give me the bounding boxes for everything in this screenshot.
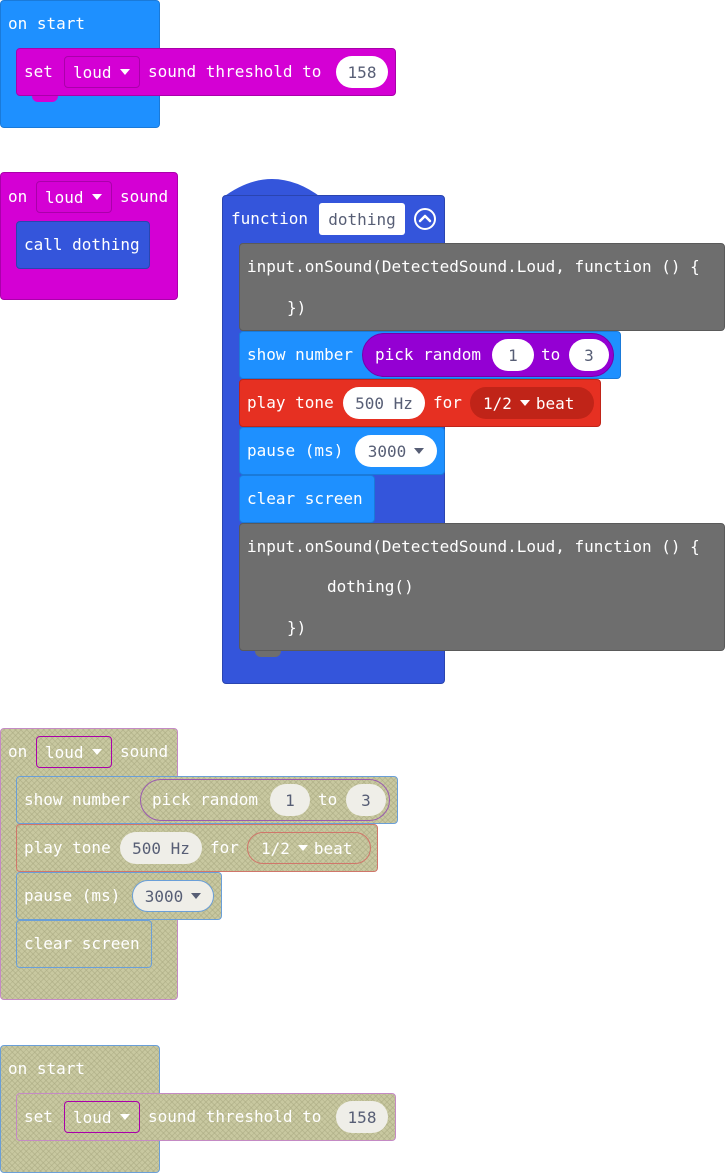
pause-label: pause (ms) — [247, 441, 344, 460]
function-hat-cap — [222, 179, 322, 198]
beat-value: 1/2 — [261, 838, 290, 858]
sound-dropdown[interactable]: loud — [64, 1101, 140, 1133]
chevron-down-icon — [414, 448, 425, 454]
sound-dropdown[interactable]: loud — [64, 56, 140, 88]
javascript-line: dothing() — [327, 577, 414, 596]
set-label: set — [24, 62, 53, 81]
for-label: for — [433, 393, 462, 412]
pause-value: 3000 — [144, 886, 184, 906]
to-label: to — [318, 790, 338, 809]
javascript-line: }) — [287, 618, 307, 637]
for-label: for — [210, 838, 239, 857]
on-label: on — [8, 742, 28, 761]
block-notch — [255, 651, 281, 657]
threshold-value-input[interactable]: 158 — [336, 1101, 388, 1133]
sound-dropdown-value: loud — [45, 742, 84, 762]
beat-label: beat — [313, 838, 353, 858]
random-min-input[interactable]: 1 — [492, 339, 534, 371]
threshold-value-input[interactable]: 158 — [336, 56, 388, 88]
javascript-line: }) — [287, 298, 307, 317]
chevron-down-icon — [191, 893, 202, 899]
pick-random-label: pick random — [375, 345, 481, 364]
chevron-down-icon — [297, 845, 308, 851]
chevron-down-icon — [519, 400, 530, 406]
chevron-down-icon — [119, 1114, 130, 1120]
chevron-down-icon — [91, 749, 102, 755]
javascript-line: input.onSound(DetectedSound.Loud, functi… — [247, 537, 700, 556]
clear-screen-label: clear screen — [247, 489, 363, 508]
threshold-label: sound threshold to — [148, 62, 322, 81]
chevron-down-icon — [91, 194, 102, 200]
sound-dropdown-value: loud — [73, 62, 112, 82]
show-number-label: show number — [24, 790, 130, 809]
sound-label: sound — [120, 187, 169, 206]
on-label: on — [8, 187, 28, 206]
function-label: function — [231, 209, 309, 228]
call-dothing-block[interactable] — [16, 221, 150, 269]
beat-value: 1/2 — [483, 393, 512, 413]
sound-dropdown[interactable]: loud — [36, 736, 112, 768]
pick-random-label: pick random — [152, 790, 258, 809]
clear-screen-label: clear screen — [24, 934, 140, 953]
on-start-label: on start — [8, 1059, 86, 1078]
to-label: to — [541, 345, 561, 364]
clear-screen-block[interactable] — [239, 475, 375, 523]
random-min-input[interactable]: 1 — [270, 784, 310, 816]
pause-label: pause (ms) — [24, 886, 121, 905]
block-notch — [32, 96, 58, 102]
random-max-input[interactable]: 3 — [346, 784, 386, 816]
on-start-label: on start — [8, 14, 86, 33]
sound-dropdown-value: loud — [45, 187, 84, 207]
set-label: set — [24, 1107, 53, 1126]
beat-dropdown[interactable]: 1/2 beat — [247, 832, 371, 864]
sound-dropdown-value: loud — [73, 1107, 112, 1127]
beat-dropdown[interactable]: 1/2 beat — [470, 387, 594, 419]
pause-value-dropdown[interactable]: 3000 — [132, 880, 214, 912]
call-dothing-label: call dothing — [24, 235, 140, 254]
play-tone-label: play tone — [24, 838, 111, 857]
javascript-block[interactable] — [239, 523, 725, 651]
clear-screen-block-disabled[interactable] — [16, 920, 152, 968]
pause-value-dropdown[interactable]: 3000 — [355, 435, 437, 467]
javascript-line: input.onSound(DetectedSound.Loud, functi… — [247, 257, 700, 276]
random-max-input[interactable]: 3 — [569, 339, 609, 371]
javascript-block[interactable] — [239, 243, 725, 331]
play-tone-label: play tone — [247, 393, 334, 412]
tone-hz-input[interactable]: 500 Hz — [120, 832, 202, 864]
beat-label: beat — [535, 393, 575, 413]
chevron-down-icon — [119, 69, 130, 75]
tone-hz-input[interactable]: 500 Hz — [343, 387, 425, 419]
sound-dropdown[interactable]: loud — [36, 181, 112, 213]
pause-value: 3000 — [367, 441, 407, 461]
chevron-up-circle-icon[interactable] — [413, 207, 437, 231]
show-number-label: show number — [247, 345, 353, 364]
sound-label: sound — [120, 742, 169, 761]
threshold-label: sound threshold to — [148, 1107, 322, 1126]
function-name-input[interactable]: dothing — [319, 203, 405, 235]
